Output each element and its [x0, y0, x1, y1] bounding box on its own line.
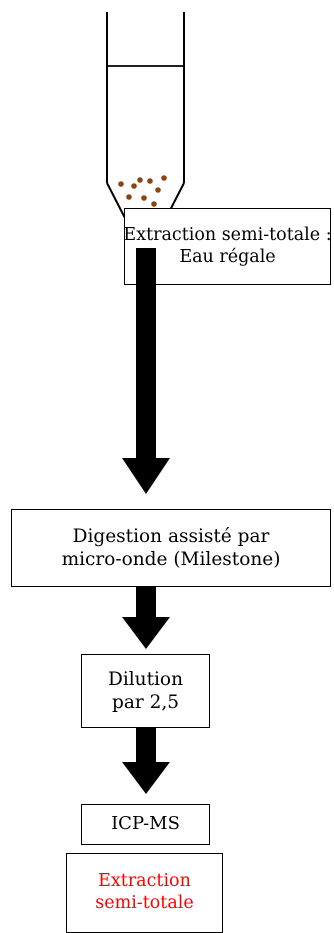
- sample-particles: [118, 175, 167, 215]
- method-label-line1: Extraction: [98, 871, 191, 892]
- arrow-down-short-2: [122, 728, 170, 794]
- sample-tube: [106, 12, 185, 223]
- arrow-down-long: [122, 248, 170, 494]
- extraction-step-line1: Extraction semi-totale :: [123, 224, 332, 245]
- arrow-down-short-1: [122, 587, 170, 649]
- method-label-line2: semi-totale: [95, 893, 194, 913]
- digestion-step-line1: Digestion assisté par: [72, 525, 270, 547]
- digestion-step-line2: micro-onde (Milestone): [61, 549, 281, 570]
- dilution-step-line2: par 2,5: [111, 692, 180, 713]
- icpms-step-label: ICP-MS: [111, 813, 180, 835]
- dilution-step-line1: Dilution: [108, 668, 183, 690]
- method-label-box: Extraction semi-totale: [66, 853, 223, 933]
- extraction-step-line2: Eau régale: [179, 246, 276, 267]
- digestion-step-box: Digestion assisté par micro-onde (Milest…: [11, 509, 331, 587]
- icpms-step-box: ICP-MS: [81, 804, 210, 845]
- extraction-step-box: Extraction semi-totale : Eau régale: [123, 208, 332, 285]
- dilution-step-box: Dilution par 2,5: [81, 654, 210, 728]
